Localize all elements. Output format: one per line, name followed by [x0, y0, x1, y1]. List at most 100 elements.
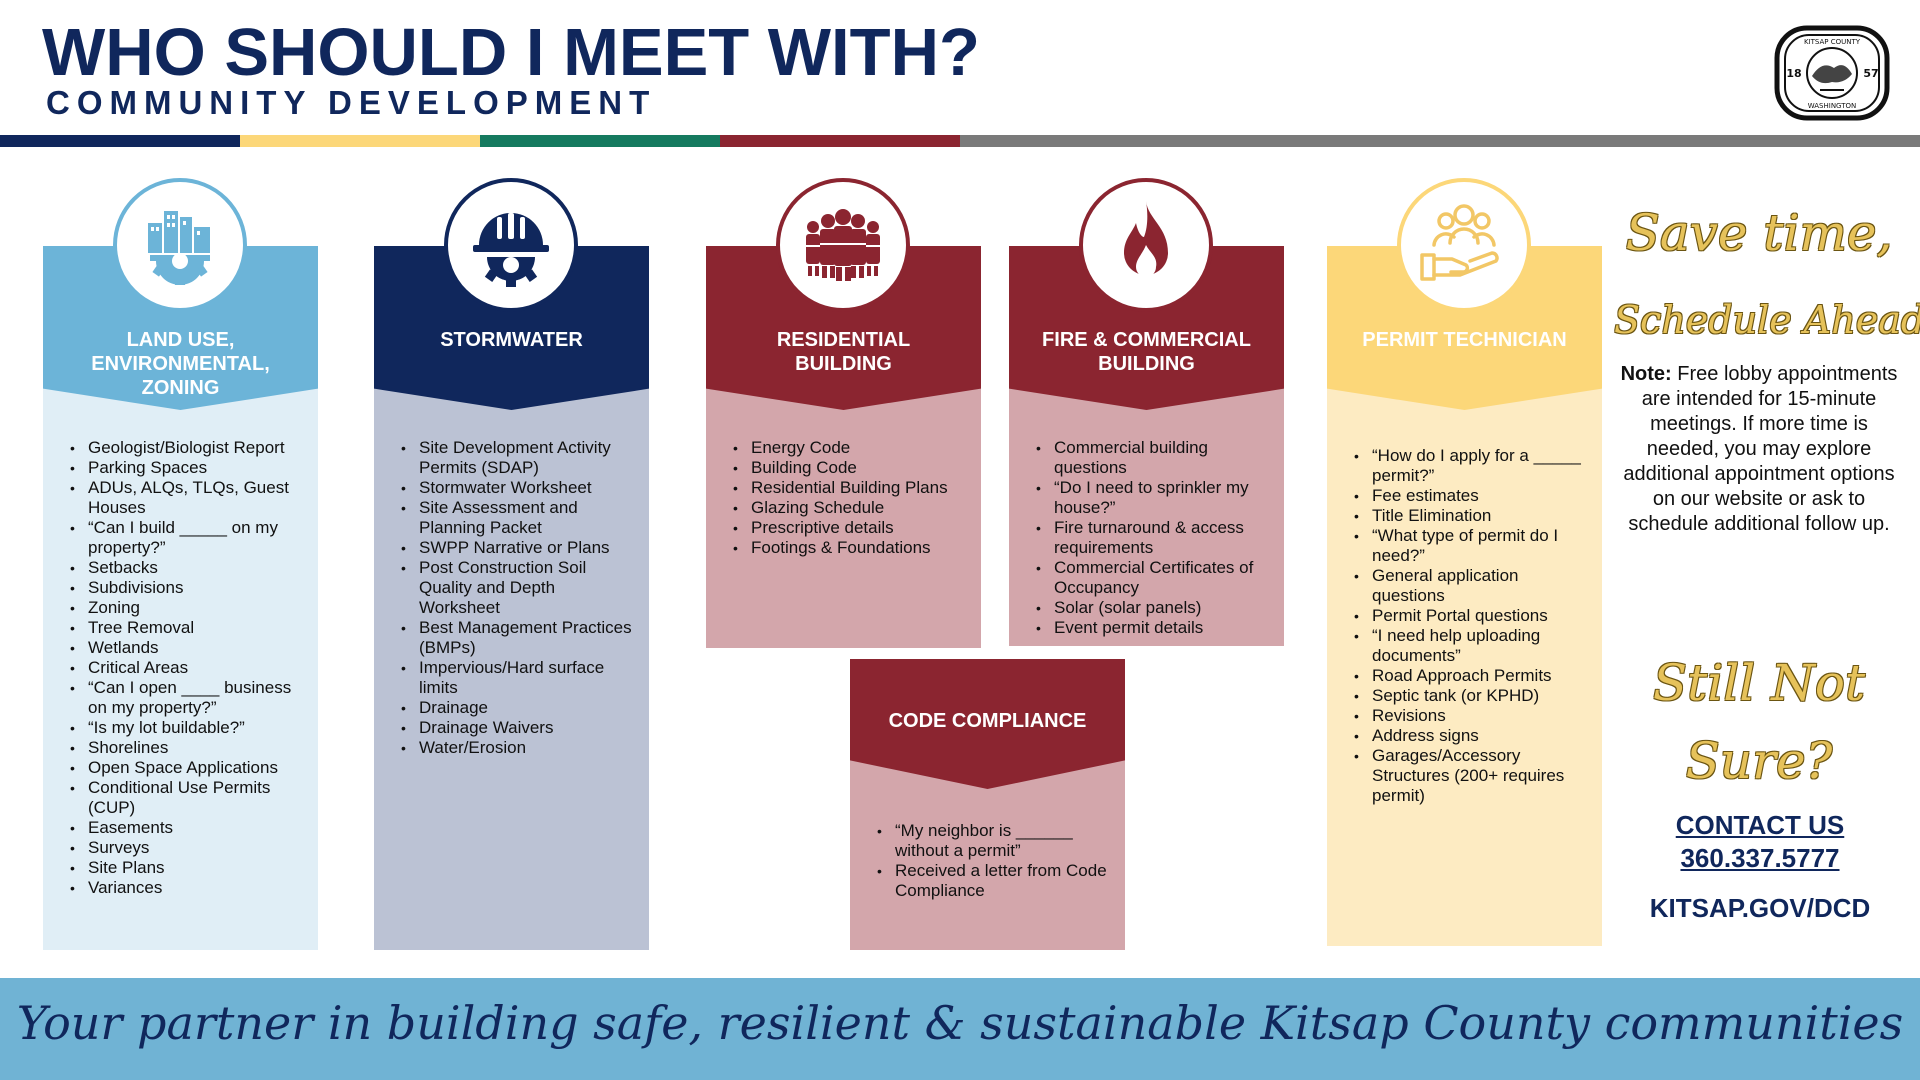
list-item: Easements [70, 818, 302, 838]
list-item: Subdivisions [70, 578, 302, 598]
hardhat-gear-icon [461, 193, 561, 298]
column-item-list: Energy Code Building Code Residential Bu… [733, 438, 965, 558]
list-item: Title Elimination [1354, 506, 1586, 526]
list-item: Site Assessment and Planning Packet [401, 498, 633, 538]
column-permit-technician: PERMIT TECHNICIAN “How do I apply for a … [1327, 178, 1602, 946]
column-icon-circle [1397, 178, 1531, 312]
list-item: Critical Areas [70, 658, 302, 678]
list-item: “Is my lot buildable?” [70, 718, 302, 738]
list-item: Drainage Waivers [401, 718, 633, 738]
list-item: Impervious/Hard surface limits [401, 658, 633, 698]
list-item: Building Code [733, 458, 965, 478]
list-item: General application questions [1354, 566, 1586, 606]
list-item: “Can I build _____ on my property?” [70, 518, 302, 558]
note-text: Free lobby appointments are intended for… [1623, 363, 1898, 535]
column-item-list: “My neighbor is ______ without a permit”… [877, 821, 1109, 901]
page-subtitle: COMMUNITY DEVELOPMENT [46, 84, 657, 121]
column-icon-circle [1079, 178, 1213, 312]
save-time-heading: Save time, [1625, 204, 1893, 262]
column-item-list: “How do I apply for a _____ permit?” Fee… [1354, 446, 1586, 806]
stripe-green [480, 135, 720, 147]
list-item: Residential Building Plans [733, 478, 965, 498]
list-item: Open Space Applications [70, 758, 302, 778]
stripe-yellow [240, 135, 480, 147]
footer-tagline: Your partner in building safe, resilient… [16, 996, 1904, 1050]
people-hand-icon [1414, 193, 1514, 298]
county-seal-logo: KITSAP COUNTY WASHINGTON 18 57 [1774, 24, 1890, 122]
construction-workers-icon [793, 193, 893, 298]
phone-number-link[interactable]: 360.337.5777 [1680, 843, 1840, 873]
seal-bottom-text: WASHINGTON [1808, 102, 1857, 110]
still-not-heading: Still Not [1652, 654, 1866, 712]
list-item: SWPP Narrative or Plans [401, 538, 633, 558]
list-item: Prescriptive details [733, 518, 965, 538]
list-item: Site Development Activity Permits (SDAP) [401, 438, 633, 478]
list-item: Received a letter from Code Compliance [877, 861, 1109, 901]
stripe-red [720, 135, 960, 147]
list-item: Tree Removal [70, 618, 302, 638]
list-item: Revisions [1354, 706, 1586, 726]
list-item: Footings & Foundations [733, 538, 965, 558]
list-item: Road Approach Permits [1354, 666, 1586, 686]
list-item: “I need help uploading documents” [1354, 626, 1586, 666]
list-item: Setbacks [70, 558, 302, 578]
stripe-gray [960, 135, 1920, 147]
column-title: LAND USE, ENVIRONMENTAL, ZONING [91, 329, 270, 399]
list-item: Wetlands [70, 638, 302, 658]
color-stripe-bar [0, 135, 1920, 147]
list-item: Parking Spaces [70, 458, 302, 478]
seal-year-right: 57 [1863, 67, 1878, 80]
list-item: Address signs [1354, 726, 1586, 746]
list-item: “Can I open ____ business on my property… [70, 678, 302, 718]
column-icon-circle [444, 178, 578, 312]
list-item: Geologist/Biologist Report [70, 438, 302, 458]
list-item: Glazing Schedule [733, 498, 965, 518]
list-item: “What type of permit do I need?” [1354, 526, 1586, 566]
column-icon-circle [776, 178, 910, 312]
column-residential-building: RESIDENTIAL BUILDING Energy Code Buildin… [706, 178, 981, 648]
column-header [850, 659, 1125, 789]
column-fire-commercial: FIRE & COMMERCIAL BUILDING Commercial bu… [1009, 178, 1284, 646]
list-item: “Do I need to sprinkler my house?” [1036, 478, 1268, 518]
column-item-list: Site Development Activity Permits (SDAP)… [401, 438, 633, 758]
list-item: Variances [70, 878, 302, 898]
column-item-list: Commercial building questions “Do I need… [1036, 438, 1268, 638]
column-stormwater: STORMWATER Site Development Activity Per… [374, 178, 649, 950]
seal-year-left: 18 [1786, 67, 1801, 80]
note-label: Note: [1620, 363, 1672, 385]
list-item: Post Construction Soil Quality and Depth… [401, 558, 633, 618]
sure-heading: Sure? [1685, 732, 1833, 790]
list-item: “My neighbor is ______ without a permit” [877, 821, 1109, 861]
list-item: Stormwater Worksheet [401, 478, 633, 498]
page-title: WHO SHOULD I MEET WITH? [42, 15, 980, 90]
list-item: Energy Code [733, 438, 965, 458]
list-item: Commercial Certificates of Occupancy [1036, 558, 1268, 598]
schedule-ahead-heading: Schedule Ahead! [1614, 298, 1920, 342]
flame-icon [1096, 193, 1196, 298]
stripe-navy [0, 135, 240, 147]
list-item: Conditional Use Permits (CUP) [70, 778, 302, 818]
city-gear-icon [130, 193, 230, 298]
list-item: Shorelines [70, 738, 302, 758]
column-icon-circle [113, 178, 247, 312]
list-item: Fire turnaround & access requirements [1036, 518, 1268, 558]
list-item: Permit Portal questions [1354, 606, 1586, 626]
footer-banner: Your partner in building safe, resilient… [0, 978, 1920, 1080]
list-item: Site Plans [70, 858, 302, 878]
list-item: Zoning [70, 598, 302, 618]
column-title: CODE COMPLIANCE [888, 710, 1087, 732]
column-title: RESIDENTIAL BUILDING [776, 329, 911, 375]
list-item: Drainage [401, 698, 633, 718]
list-item: Water/Erosion [401, 738, 633, 758]
list-item: Fee estimates [1354, 486, 1586, 506]
list-item: Surveys [70, 838, 302, 858]
column-code-compliance: CODE COMPLIANCE “My neighbor is ______ w… [850, 659, 1125, 950]
column-item-list: Geologist/Biologist Report Parking Space… [70, 438, 302, 898]
website-link[interactable]: KITSAP.GOV/DCD [1649, 893, 1871, 923]
list-item: Commercial building questions [1036, 438, 1268, 478]
list-item: Best Management Practices (BMPs) [401, 618, 633, 658]
contact-us-link[interactable]: CONTACT US [1675, 810, 1845, 840]
column-title: PERMIT TECHNICIAN [1362, 329, 1567, 351]
list-item: Garages/Accessory Structures (200+ requi… [1354, 746, 1586, 806]
seal-top-text: KITSAP COUNTY [1804, 38, 1861, 46]
